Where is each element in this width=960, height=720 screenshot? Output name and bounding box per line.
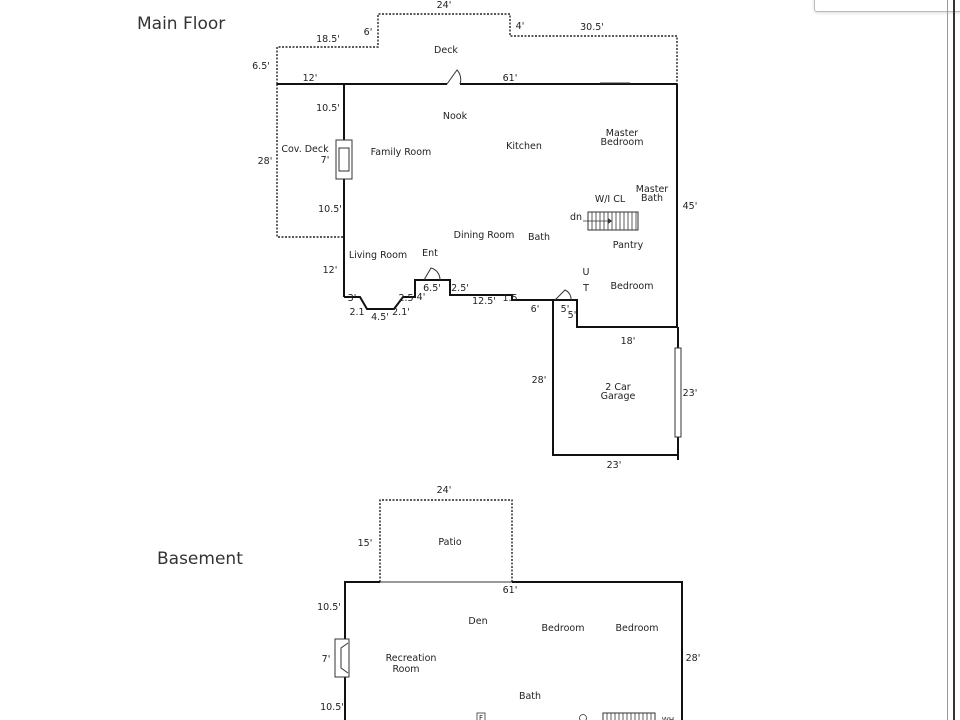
deck-outline [276,13,678,238]
room-label-patio: Patio [438,537,461,548]
room-label-kitchen: Kitchen [506,141,542,152]
room-label-recreation-1: Recreation [386,653,437,664]
dim-bay-25: 2.5 [398,293,413,304]
garage-door-swing [554,289,572,301]
dim-house-top: 61' [503,73,518,84]
room-label-den: Den [468,616,487,627]
room-label-basement-bedroom-1: Bedroom [542,623,585,634]
room-label-deck: Deck [434,45,458,56]
dim-basement-window: 7' [322,654,331,665]
dim-deck-left-h: 6.5' [252,61,270,72]
room-label-living-room: Living Room [349,250,407,261]
dim-deck-step-h: 6' [364,27,373,38]
popup-panel-edge [814,0,960,12]
patio-outline [379,499,513,582]
dim-deck-right-step-h: 4' [516,21,525,32]
water-heater-label: WH [662,716,674,720]
dim-ent-25: 2.5' [451,283,469,294]
cov-deck-window [335,139,353,180]
dim-garage-5b: 5' [568,310,577,321]
dim-garage-bottom: 23' [607,460,622,471]
basement-stairs [602,712,656,720]
dim-garage-left: 28' [532,375,547,386]
room-label-garage-1: 2 Car [605,382,631,393]
stairs-dn-label: dn [570,212,582,223]
furnace-label: F [479,714,483,720]
furnace-symbol [476,712,486,720]
dim-left-lower: 10.5' [318,204,342,215]
dim-ent-4: 4' [417,292,426,303]
room-label-family-room: Family Room [371,147,432,158]
dim-basement-left-upper: 10.5' [317,602,341,613]
dim-bay-45: 4.5' [371,312,389,323]
room-label-master-bath-1: Master [636,184,669,195]
basement-walls [344,581,683,720]
dim-cov-deck-h: 28' [258,156,273,167]
room-label-wic: W/I CL [595,194,626,205]
basement-title: Basement [157,549,243,569]
room-label-basement-bedroom-2: Bedroom [616,623,659,634]
drain-icon [579,714,587,720]
dim-window: 7' [321,155,330,166]
dim-front-15: 1.5 [502,293,517,304]
room-label-master-bedroom-2: Bedroom [601,137,644,148]
room-label-bath: Bath [528,232,550,243]
main-floor-title: Main Floor [137,14,225,34]
basement-window [334,638,350,678]
room-label-dining-room: Dining Room [454,230,515,241]
room-label-cov-deck: Cov. Deck [281,144,329,155]
dim-deck-right: 30.5' [580,22,604,33]
room-label-bedroom: Bedroom [611,281,654,292]
room-label-master-bath-2: Bath [641,193,663,204]
dim-bay-21b: 2.1' [392,307,410,318]
page-edge-line [947,0,948,720]
room-label-pantry: Pantry [613,240,644,251]
main-floor-walls [277,82,679,460]
dim-basement-left-lower: 10.5' [320,702,344,713]
room-label-entry: Ent [422,248,438,259]
main-stairs [583,211,639,231]
dim-bay-3: 3' [348,293,357,304]
garage-door [674,347,682,438]
dim-living-h: 12' [323,265,338,276]
dim-garage-top: 18' [621,336,636,347]
deck-door-swing [446,69,462,85]
dim-front-6: 6' [531,304,540,315]
dim-bay-21a: 2.1 [349,307,364,318]
page-edge-border [953,0,955,720]
dim-patio-top: 24' [437,485,452,496]
room-label-ut-t: T [582,283,589,294]
room-label-nook: Nook [443,111,468,122]
entry-door-swing [423,267,441,281]
dim-garage-5a: 5' [561,304,570,315]
dim-deck-left-step: 18.5' [316,34,340,45]
room-label-master-bedroom-1: Master [606,128,639,139]
dim-ent-65: 6.5' [423,283,441,294]
room-label-basement-bath: Bath [519,691,541,702]
dim-right-side: 45' [683,201,698,212]
dim-front-125: 12.5' [472,296,496,307]
dim-patio-side: 15' [358,538,373,549]
dim-cov-deck-top: 12' [303,73,318,84]
dim-left-upper: 10.5' [316,103,340,114]
room-label-garage-2: Garage [601,391,636,402]
dim-basement-right: 28' [686,653,701,664]
room-label-ut-u: U [583,267,590,278]
dim-garage-right: 23' [683,388,698,399]
dim-deck-top: 24' [437,0,452,11]
room-label-recreation-2: Room [392,664,419,675]
dim-basement-top: 61' [503,585,518,596]
